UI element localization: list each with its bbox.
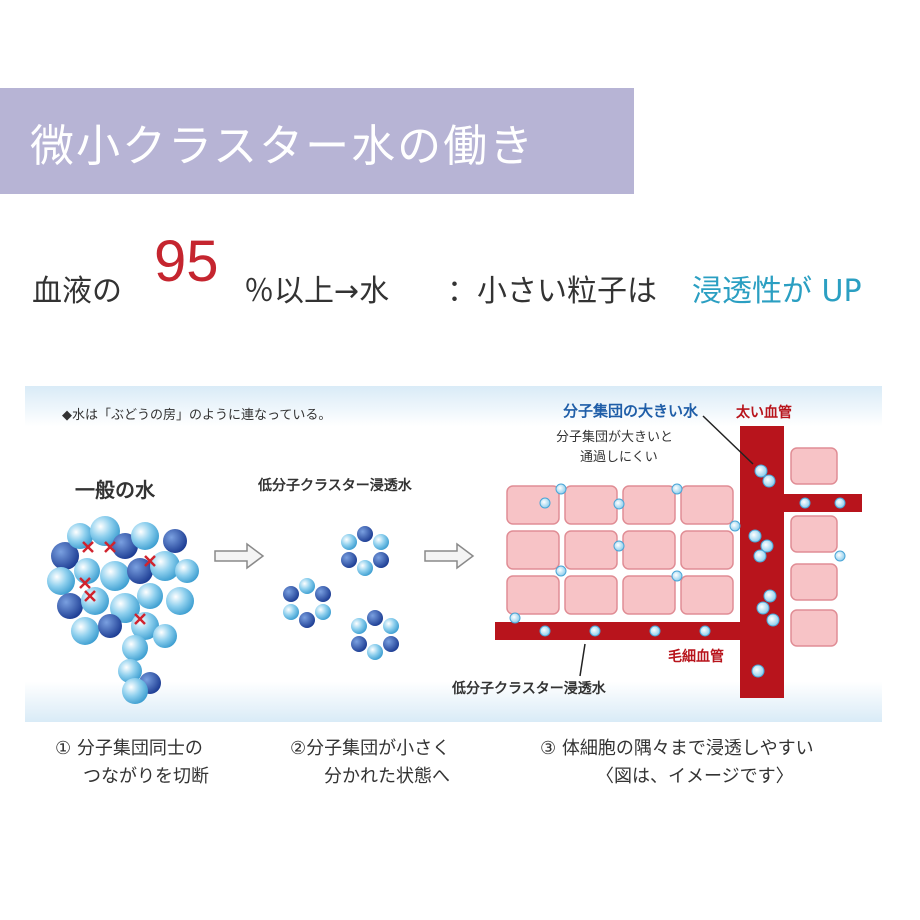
caption-2: ②分子集団が小さく 分かれた状態へ	[290, 735, 450, 791]
pointer-line	[579, 643, 586, 677]
caption-3-line-1: ③ 体細胞の隅々まで浸透しやすい	[540, 738, 814, 759]
headline-number: 95	[154, 229, 219, 294]
headline-highlight: 浸透性が UP	[692, 274, 862, 309]
cluster-diagram	[25, 386, 882, 722]
headline-middle-2: ：小さい粒子は	[447, 274, 657, 309]
caption-3: ③ 体細胞の隅々まで浸透しやすい 〈図は、イメージです〉	[540, 735, 814, 791]
small-cluster-icon	[341, 526, 389, 576]
pointer-line	[702, 415, 754, 465]
arrow-right-icon	[424, 542, 475, 570]
caption-1-line-2: つながりを切断	[83, 766, 209, 787]
label-low-cluster: 低分子クラスター浸透水	[258, 478, 412, 494]
caption-1: ① 分子集団同士の つながりを切断	[55, 735, 209, 791]
diagram-note: ◆水は「ぶどうの房」のように連なっている。	[62, 408, 332, 423]
caption-2-line-2: 分かれた状態へ	[324, 766, 450, 787]
small-cluster-icon	[351, 610, 399, 660]
headline-middle: ％以上→水	[244, 274, 390, 309]
caption-1-line-1: ① 分子集団同士の	[55, 738, 203, 759]
body-cells	[506, 447, 838, 647]
general-water-cluster-icon	[47, 516, 199, 704]
arrow-right-icon	[214, 542, 265, 570]
label-thick-vessel: 太い血管	[736, 405, 792, 421]
page-title: 微小クラスター水の働き	[30, 121, 536, 172]
label-big-desc-1: 分子集団が大きいと	[556, 430, 674, 445]
small-cluster-icon	[283, 578, 331, 628]
label-capillary: 毛細血管	[668, 649, 724, 665]
label-bottom-cluster: 低分子クラスター浸透水	[452, 681, 606, 697]
headline-prefix: 血液の	[32, 274, 122, 309]
label-big-molecule: 分子集団の大きい水	[563, 402, 699, 420]
caption-2-line-1: ②分子集団が小さく	[290, 738, 451, 759]
caption-3-line-2: 〈図は、イメージです〉	[596, 766, 794, 787]
title-banner: 微小クラスター水の働き	[0, 88, 634, 194]
label-general-water: 一般の水	[75, 478, 155, 502]
label-big-desc-2: 通過しにくい	[580, 450, 658, 465]
molecule-dots	[509, 464, 846, 678]
